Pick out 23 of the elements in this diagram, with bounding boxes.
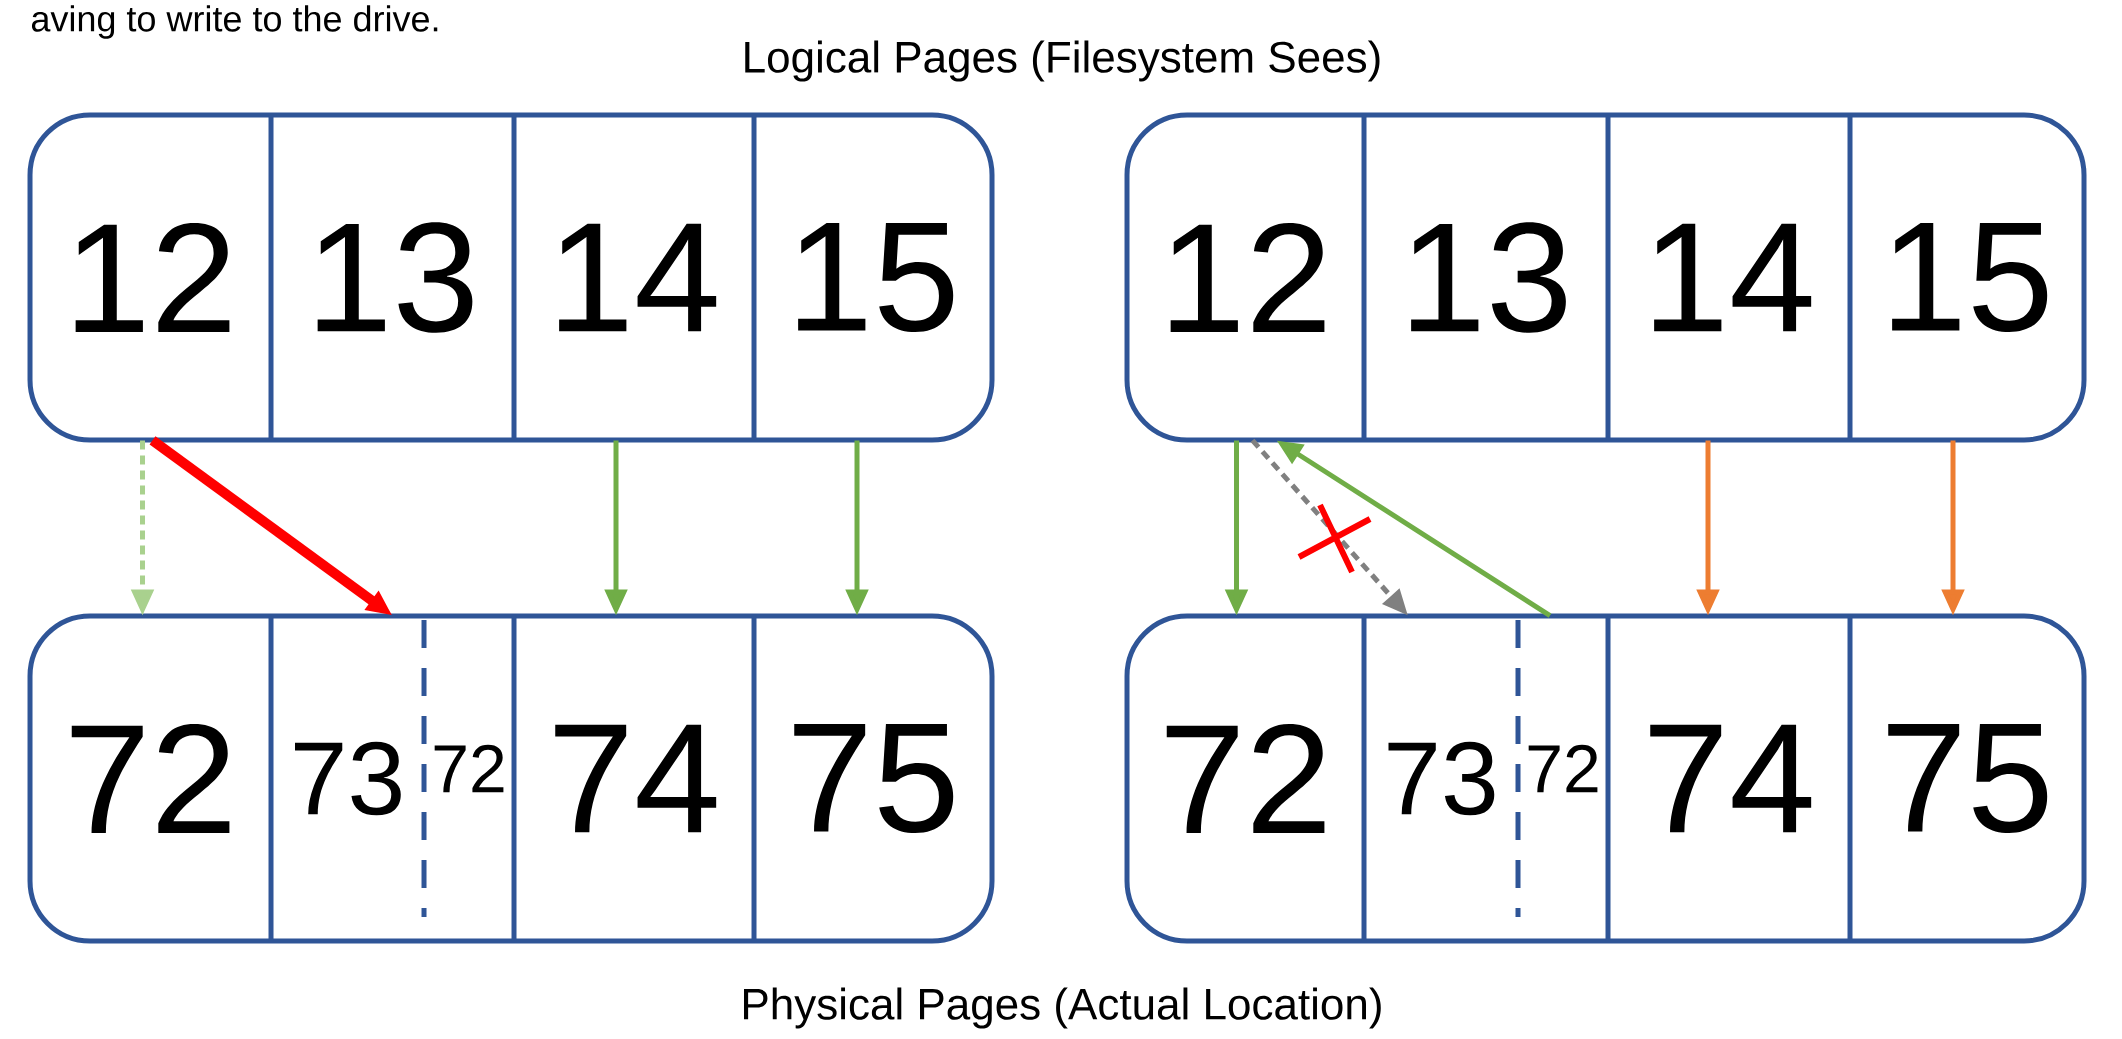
page-number: 12	[1170, 223, 1325, 332]
page-number: 13	[1411, 222, 1566, 333]
page-number: 73 72	[295, 741, 504, 816]
page-number: 75	[1888, 724, 2048, 833]
page-number: 72	[1166, 724, 1325, 833]
page-number: 74	[555, 724, 717, 833]
caption-text: Logical Pages (Filesystem Sees)	[745, 40, 1380, 82]
page-row-box	[1124, 112, 2087, 443]
page-number: 13	[317, 222, 473, 333]
page-number: 14	[559, 223, 717, 332]
page-row-box	[1124, 613, 2087, 944]
page-row-box	[27, 613, 995, 944]
page-number: 74	[1650, 724, 1812, 833]
page-row-box	[27, 112, 995, 443]
page-number: 15	[798, 223, 954, 332]
page-number: 73 72	[1388, 741, 1598, 816]
page-number: 75	[794, 724, 954, 833]
page-number: 14	[1654, 223, 1812, 332]
caption-text: Physical Pages (Actual Location)	[744, 987, 1381, 1029]
page-number: 12	[75, 223, 230, 332]
page-number: 15	[1892, 223, 2048, 332]
page-number: 72	[71, 724, 230, 833]
caption-text: aving to write to the drive.	[31, 5, 438, 39]
